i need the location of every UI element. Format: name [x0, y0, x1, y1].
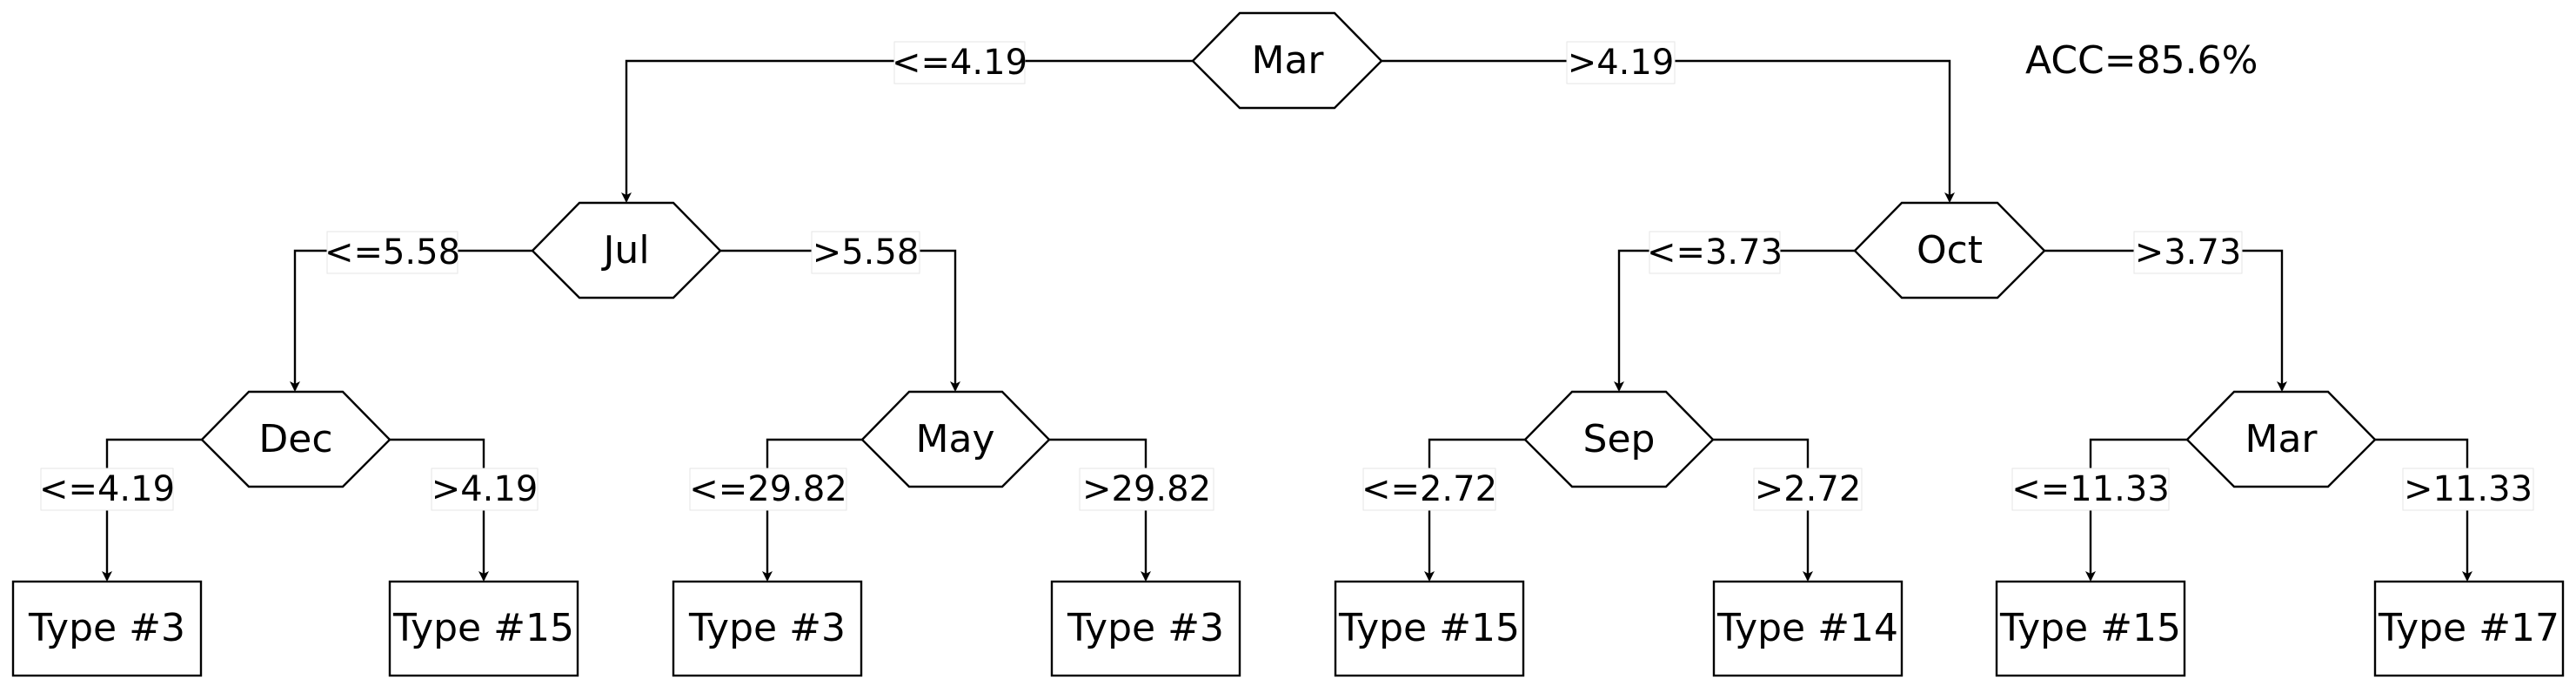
leaf-label: Type #3: [1067, 606, 1224, 650]
leaf-label: Type #14: [1716, 606, 1898, 650]
edge-label-text: <=4.19: [39, 469, 175, 509]
leaf-node: Type #15: [1334, 580, 1525, 677]
edge-label: >3.73: [2133, 231, 2243, 274]
leaf-node: Type #3: [672, 580, 863, 677]
decision-node: May: [860, 390, 1051, 488]
edge-label: >2.72: [1753, 468, 1863, 511]
edge-label: >4.19: [431, 468, 539, 511]
edge-line: [1424, 438, 1525, 582]
leaf-node: Type #3: [11, 580, 203, 677]
edge-label: >5.58: [811, 231, 920, 274]
edge-label-text: >4.19: [432, 469, 539, 509]
decision-nodes-layer: Mar Jul Oct Dec May Sep Mar: [200, 11, 2377, 488]
node-label: Mar: [1251, 38, 1324, 83]
leaf-label: Type #15: [392, 606, 574, 650]
edge-label: >4.19: [1566, 41, 1676, 84]
edge-label: <=4.19: [892, 41, 1027, 84]
leaf-node: Type #3: [1050, 580, 1241, 677]
edge-label: >29.82: [1079, 468, 1214, 511]
edge-labels-layer: <=4.19 >4.19 <=5.58 >5.58 <=3.73 >3.73 <…: [39, 41, 2534, 511]
edge-label-text: <=4.19: [892, 43, 1027, 83]
edge-label-text: >4.19: [1568, 43, 1675, 83]
node-label: Mar: [2245, 417, 2318, 461]
edge-label-text: <=29.82: [689, 469, 847, 509]
edge-line: [720, 249, 960, 392]
decision-node: Jul: [531, 201, 722, 299]
edge-label-text: >11.33: [2404, 469, 2533, 509]
node-label: May: [916, 417, 995, 461]
edge-line: [762, 438, 862, 582]
edge-label-text: >3.73: [2135, 232, 2242, 272]
edge-label: <=4.19: [39, 468, 175, 511]
edge-label-text: <=3.73: [1647, 232, 1783, 272]
edge-label-text: <=11.33: [2011, 469, 2170, 509]
leaf-label: Type #17: [2378, 606, 2559, 650]
edge-label: <=11.33: [2011, 468, 2170, 511]
leaf-node: Type #17: [2373, 580, 2565, 677]
leaf-label: Type #15: [1338, 606, 1520, 650]
decision-node: Dec: [200, 390, 391, 488]
edge-line: [1049, 438, 1151, 582]
edge-label-text: <=5.58: [325, 232, 460, 272]
decision-node: Oct: [1853, 201, 2046, 299]
leaf-label: Type #3: [28, 606, 185, 650]
decision-node: Sep: [1523, 390, 1715, 488]
edge-label: <=2.72: [1362, 468, 1497, 511]
edge-label: <=3.73: [1647, 231, 1783, 274]
leaf-node: Type #15: [1995, 580, 2186, 677]
node-label: Oct: [1917, 228, 1983, 272]
edge-line: [2375, 438, 2472, 582]
leaf-nodes-layer: Type #3 Type #15 Type #3 Type #3 Type #1…: [11, 580, 2565, 677]
accuracy-label: ACC=85.6%: [2025, 38, 2258, 83]
edge-line: [2044, 249, 2287, 392]
edge-line: [390, 438, 489, 582]
leaf-label: Type #15: [1999, 606, 2181, 650]
edge-label: >11.33: [2402, 468, 2534, 511]
edge-label: <=5.58: [325, 231, 460, 274]
decision-node: Mar: [2185, 390, 2377, 488]
edge-line: [102, 438, 202, 582]
node-label: Sep: [1583, 417, 1656, 461]
edge-label: <=29.82: [689, 468, 847, 511]
edge-line: [2085, 438, 2187, 582]
edge-line: [1713, 438, 1813, 582]
edge-label-text: >29.82: [1082, 469, 1211, 509]
edge-label-text: >2.72: [1755, 469, 1862, 509]
edge-label-text: >5.58: [813, 232, 920, 272]
node-label: Jul: [600, 228, 649, 272]
edge-label-text: <=2.72: [1362, 469, 1497, 509]
leaf-label: Type #3: [688, 606, 846, 650]
node-label: Dec: [258, 417, 332, 461]
leaf-node: Type #15: [388, 580, 579, 677]
decision-node: Mar: [1191, 11, 1383, 110]
leaf-node: Type #14: [1712, 580, 1904, 677]
